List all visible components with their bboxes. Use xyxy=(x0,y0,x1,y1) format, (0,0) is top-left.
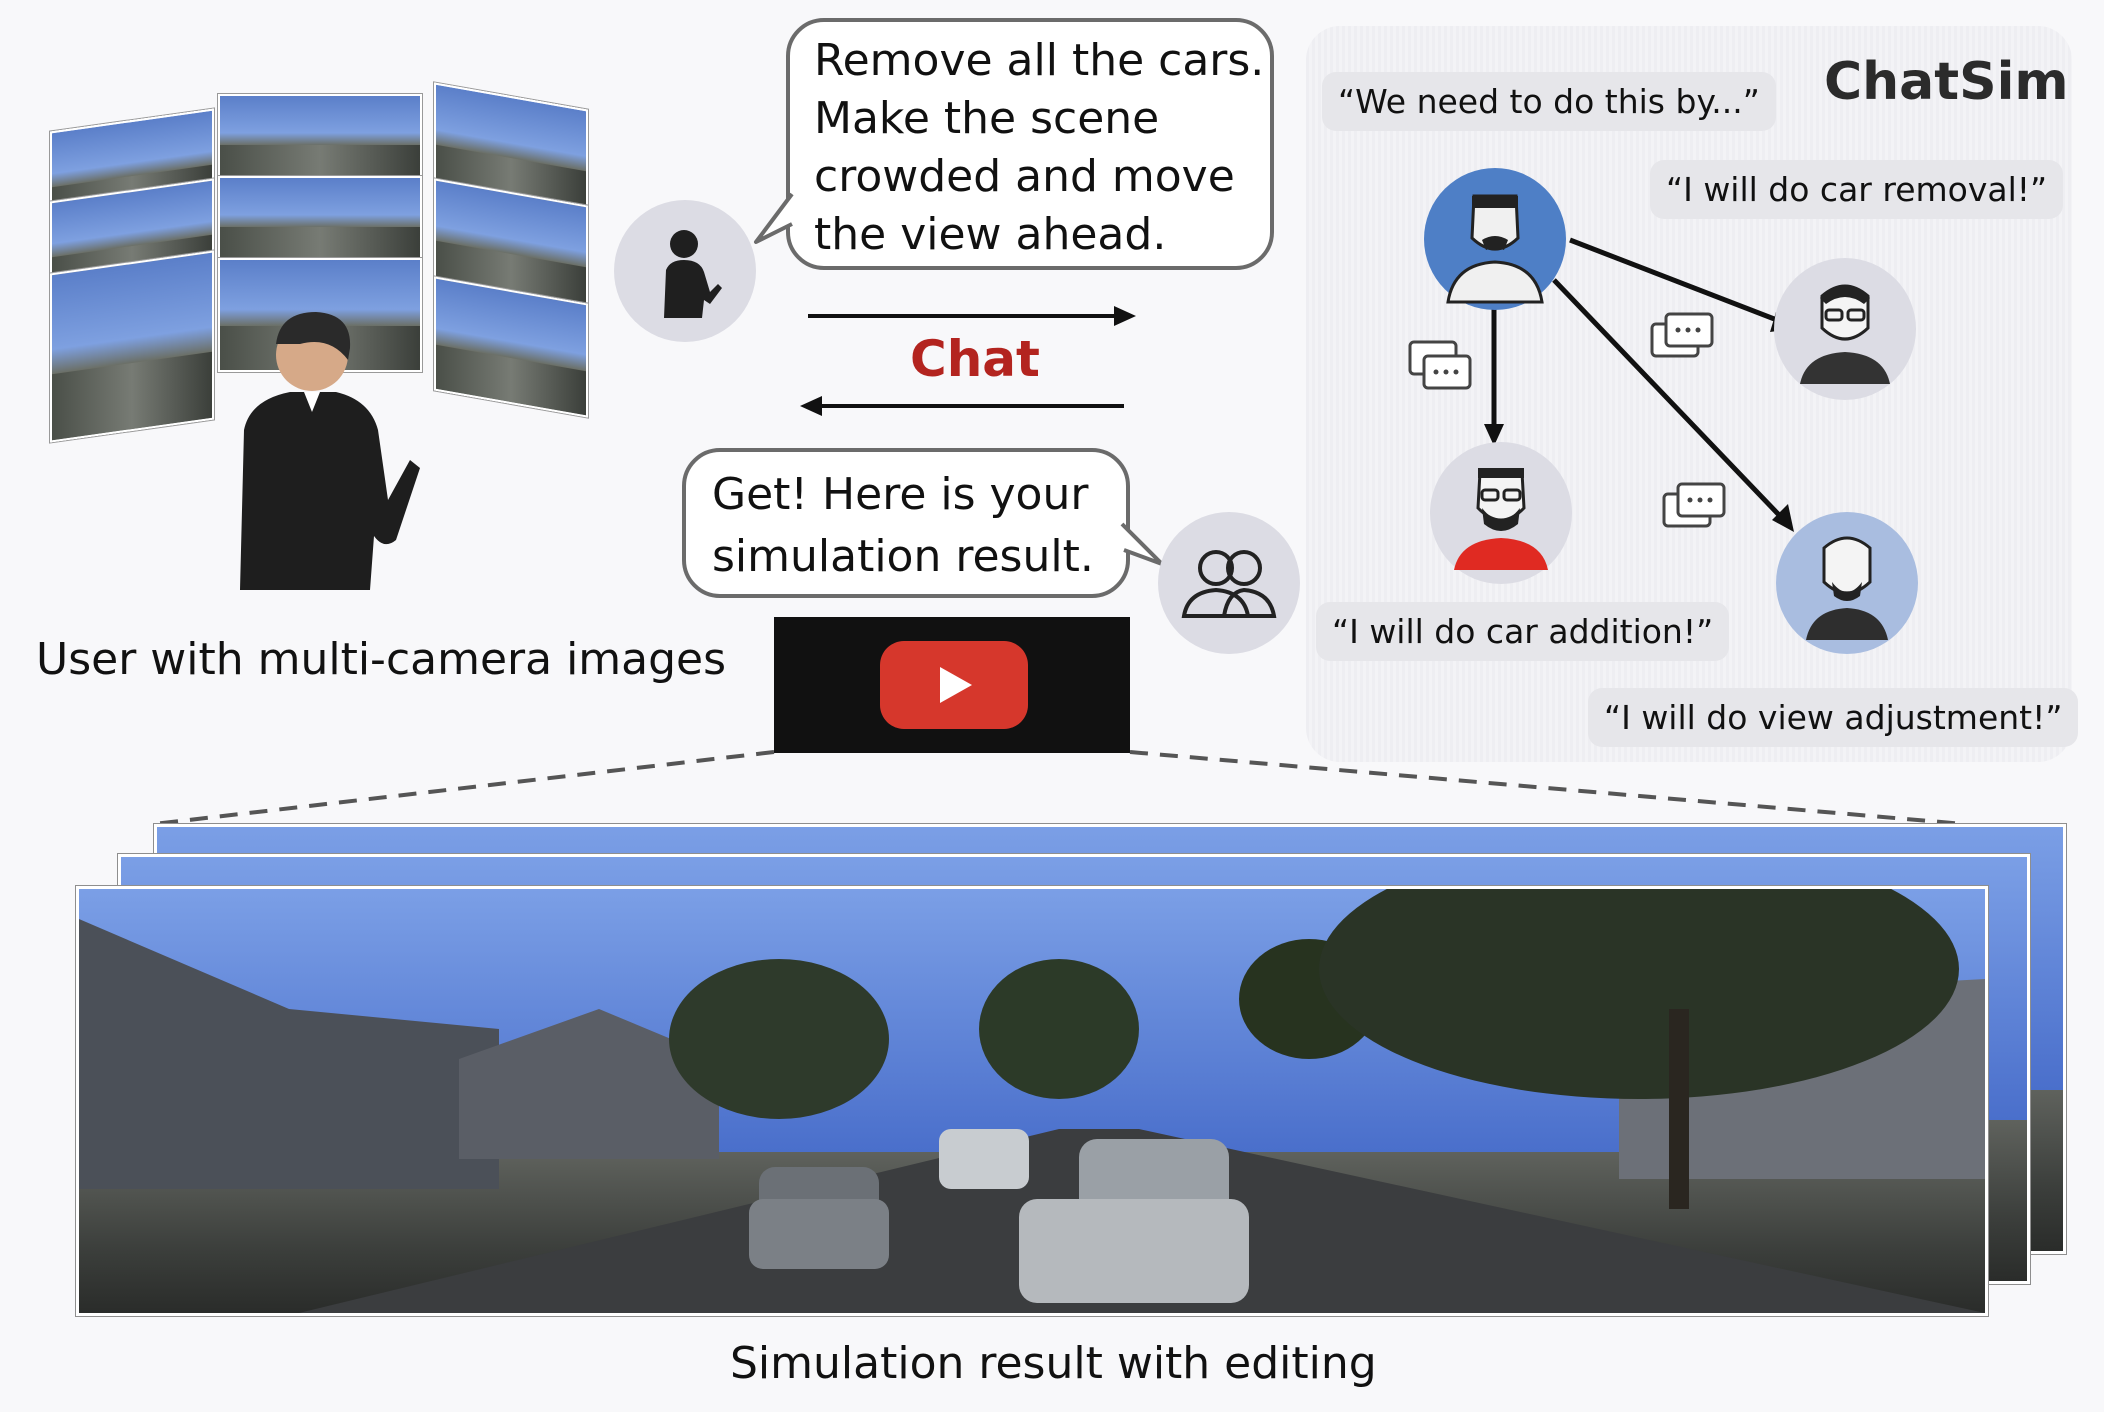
result-caption: Simulation result with editing xyxy=(730,1338,1377,1389)
view-adjustment-agent-avatar xyxy=(1776,512,1918,654)
message-bubbles-icon xyxy=(1408,340,1472,390)
user-figure xyxy=(240,312,420,590)
car-removal-agent-icon xyxy=(1800,284,1890,384)
response-line: Get! Here is your xyxy=(712,469,1089,520)
request-line: Remove all the cars. xyxy=(814,35,1265,86)
request-bubble: Remove all the cars. Make the scene crow… xyxy=(786,18,1274,270)
person-icon xyxy=(664,230,722,318)
play-button[interactable] xyxy=(880,641,1028,729)
planner-quote: “We need to do this by...” xyxy=(1322,72,1776,131)
car-removal-agent-avatar xyxy=(1774,258,1916,400)
car-addition-agent-avatar xyxy=(1430,442,1572,584)
agents-avatar xyxy=(1158,512,1300,654)
chat-label: Chat xyxy=(910,330,1040,388)
car-addition-agent-icon xyxy=(1454,468,1548,570)
view-adjustment-agent-icon xyxy=(1806,536,1888,640)
camera-image xyxy=(218,94,422,180)
message-bubbles-icon xyxy=(1662,482,1726,528)
view-adjustment-quote: “I will do view adjustment!” xyxy=(1588,688,2079,747)
street-scene xyxy=(79,889,1985,1313)
request-line: Make the scene xyxy=(814,93,1160,144)
video-thumbnail[interactable] xyxy=(774,617,1130,753)
chatsim-title: ChatSim xyxy=(1824,52,2069,112)
car-addition-quote: “I will do car addition!” xyxy=(1316,602,1730,661)
projection-lines xyxy=(153,750,1965,826)
planner-agent-icon xyxy=(1446,194,1544,304)
user-caption: User with multi-camera images xyxy=(36,634,727,685)
request-bubble-tail xyxy=(754,192,794,244)
play-icon xyxy=(940,667,972,703)
user-avatar xyxy=(614,200,756,342)
response-line: simulation result. xyxy=(712,531,1094,582)
car-removal-quote: “I will do car removal!” xyxy=(1650,160,2064,219)
agents-icon xyxy=(1181,550,1277,618)
message-bubbles-icon xyxy=(1650,312,1714,358)
planner-agent-avatar xyxy=(1424,168,1566,310)
response-bubble: Get! Here is your simulation result. xyxy=(682,448,1130,598)
request-line: the view ahead. xyxy=(814,209,1167,260)
panorama-frame-front xyxy=(76,886,1988,1316)
chat-arrows xyxy=(800,306,1136,416)
request-line: crowded and move xyxy=(814,151,1235,202)
